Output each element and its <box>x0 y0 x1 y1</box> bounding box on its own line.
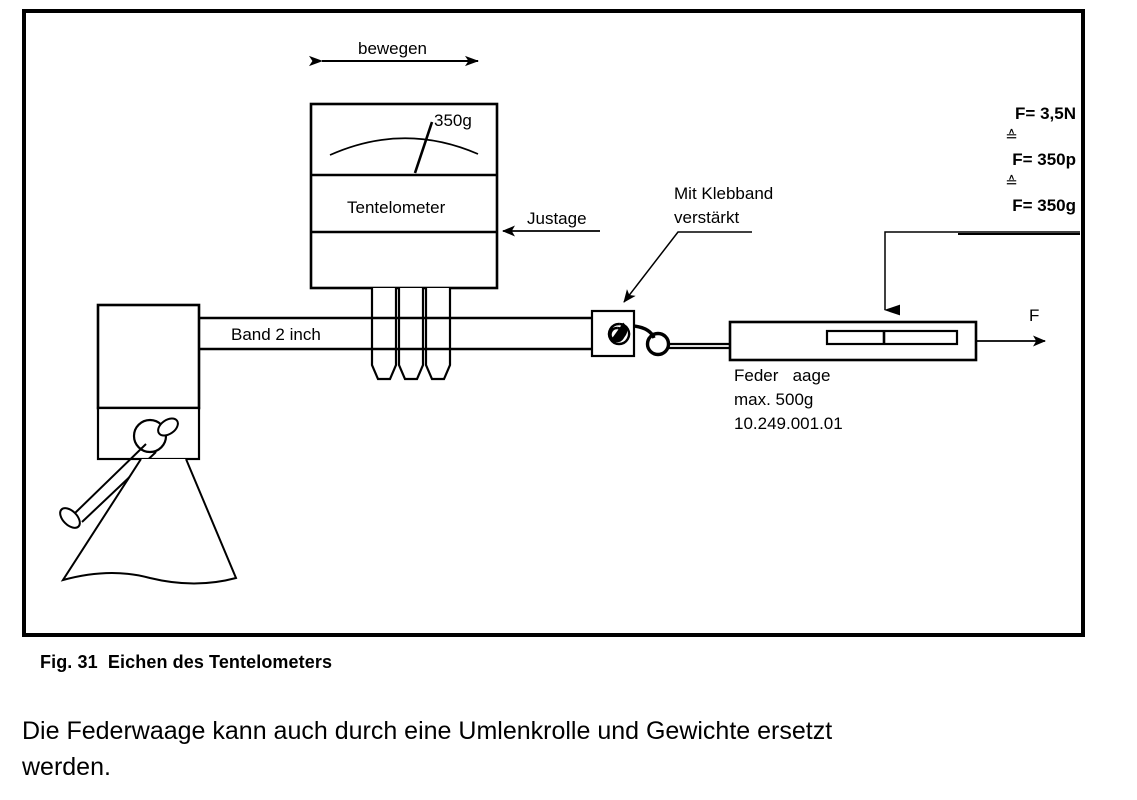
force-equivalence-block: F= 3,5N ≙ F= 350p ≙ F= 350g <box>955 105 1080 214</box>
body-line-2: werden. <box>22 752 111 781</box>
label-gauge-reading: 350g <box>434 111 472 130</box>
label-tape-line2: verstärkt <box>674 208 740 227</box>
figure-caption: Fig. 31 Eichen des Tentelometers <box>40 652 333 672</box>
label-bewegen: bewegen <box>358 39 428 58</box>
label-force-F: F <box>1029 306 1040 325</box>
force-row-pond: F= 350p <box>1012 150 1076 169</box>
force-row-gram: F= 350g <box>1012 196 1076 215</box>
label-tentelometer: Tentelometer <box>347 198 446 217</box>
equivalence-symbol-2: ≙ <box>1005 174 1018 191</box>
label-spring-scale-max: max. 500g <box>734 390 814 409</box>
label-band: Band 2 inch <box>231 325 321 344</box>
equivalence-symbol-1: ≙ <box>1005 128 1018 145</box>
force-block-underline <box>958 233 1080 235</box>
label-spring-scale-partnumber: 10.249.001.01 <box>734 414 843 433</box>
body-paragraph: Die Federwaage kann auch durch eine Umle… <box>22 714 1127 785</box>
label-justage: Justage <box>527 209 587 228</box>
force-row-newton: F= 3,5N <box>1015 104 1076 123</box>
label-tape-line1: Mit Klebband <box>674 184 774 203</box>
figure-border <box>22 9 1085 637</box>
body-line-1: Die Federwaage kann auch durch eine Umle… <box>22 717 833 745</box>
label-spring-scale-name: Feder aage <box>734 366 831 385</box>
